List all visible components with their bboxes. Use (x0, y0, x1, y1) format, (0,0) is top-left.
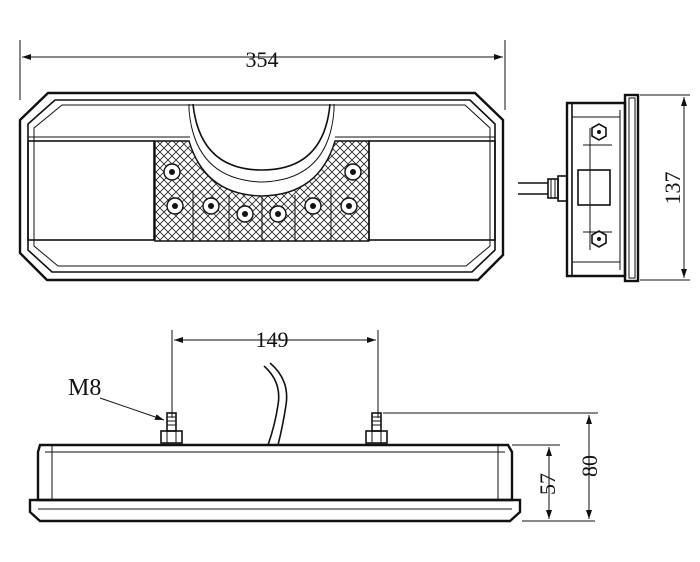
bottom-body (36, 443, 514, 502)
mounting-nut-icon (591, 123, 607, 141)
side-body (565, 101, 627, 278)
connector-block (577, 169, 611, 206)
dim-label-57: 57 (535, 473, 560, 495)
center-arc-cutout (192, 103, 331, 171)
side-lens (623, 93, 640, 283)
housing-inner-outline (27, 99, 496, 273)
side-view: 137 (518, 93, 690, 283)
dim-label-354: 354 (246, 47, 279, 72)
led-cluster-panel (154, 140, 370, 242)
bottom-cable (269, 362, 288, 446)
left-lamp-window (27, 140, 155, 241)
mounting-bolt-left (160, 412, 183, 444)
side-cable (518, 175, 568, 202)
housing-frame (33, 104, 491, 267)
right-lamp-window (368, 140, 496, 241)
dimension-bolt-spacing: 149 (171, 327, 379, 418)
thread-callout: M8 (68, 375, 165, 421)
dim-label-149: 149 (256, 327, 289, 352)
dim-label-137: 137 (660, 172, 685, 205)
bottom-lens (28, 498, 522, 523)
dimension-side-height: 137 (640, 94, 690, 281)
dimension-body-depth: 57 (512, 444, 595, 522)
dimension-overall-length: 354 (19, 40, 506, 110)
bottom-view: 149 M8 (28, 327, 602, 523)
dimension-total-depth: 80 (383, 412, 602, 519)
mounting-nut-icon (591, 230, 607, 248)
front-view: 354 (18, 40, 506, 282)
housing-outline (18, 91, 505, 282)
dim-label-80: 80 (577, 455, 602, 477)
callout-m8: M8 (68, 375, 101, 401)
mounting-bolt-right (365, 412, 388, 444)
